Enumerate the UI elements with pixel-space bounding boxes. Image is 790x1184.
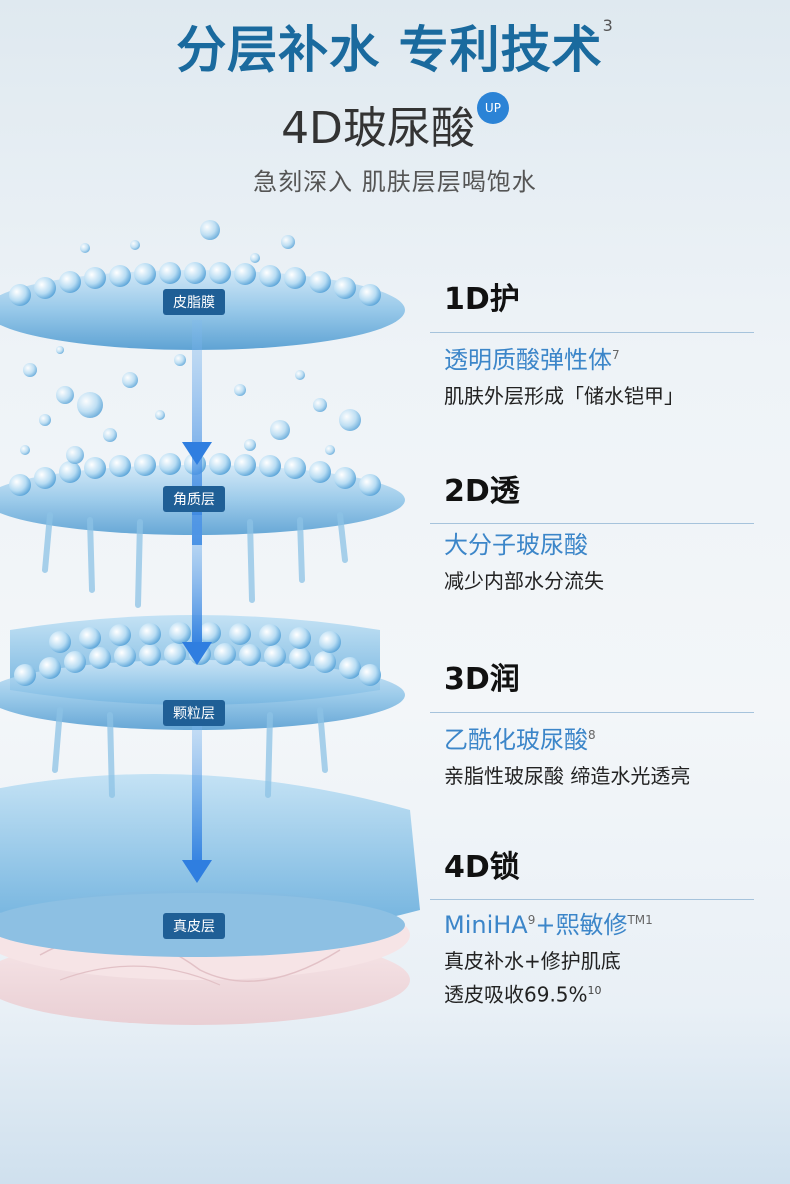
- feature-desc: 真皮补水+修护肌底: [444, 949, 621, 973]
- ingredient-a: MiniHA: [444, 911, 528, 939]
- feature-title: 4D锁: [444, 850, 520, 885]
- feature-title: 3D润: [444, 662, 520, 697]
- ingredient-text: 乙酰化玻尿酸: [444, 726, 588, 754]
- feature-ingredient: 透明质酸弹性体7: [444, 340, 764, 375]
- feature-4d-body: MiniHA9+熙敏修TM1 真皮补水+修护肌底 透皮吸收69.5%10: [444, 905, 764, 1010]
- footnote: 9: [527, 913, 536, 927]
- subtitle-text: 4D玻尿酸: [281, 103, 475, 154]
- feature-1d-body: 透明质酸弹性体7 肌肤外层形成「储水铠甲」: [444, 340, 764, 411]
- divider: [430, 523, 754, 524]
- ingredient-b: +熙敏修: [535, 911, 628, 939]
- feature-3d-body: 乙酰化玻尿酸8 亲脂性玻尿酸 缔造水光透亮: [444, 720, 764, 791]
- ingredient-text: 透明质酸弹性体: [444, 346, 612, 374]
- feature-ingredient: 大分子玻尿酸: [444, 531, 588, 559]
- feature-desc: 肌肤外层形成「储水铠甲」: [444, 384, 684, 408]
- feature-title: 2D透: [444, 474, 520, 509]
- footnote: 1: [645, 913, 653, 927]
- absorption-text: 透皮吸收69.5%: [444, 982, 588, 1007]
- title-footnote: 3: [602, 16, 614, 35]
- layer-label-dermis: 真皮层: [163, 913, 225, 939]
- divider: [430, 899, 754, 900]
- feature-3d: 3D润: [444, 662, 764, 698]
- layer-label-granular: 颗粒层: [163, 700, 225, 726]
- up-badge: UP: [476, 92, 509, 124]
- divider: [430, 332, 754, 333]
- divider: [430, 712, 754, 713]
- feature-desc-2: 透皮吸收69.5%10: [444, 976, 764, 1010]
- feature-ingredient: MiniHA9+熙敏修TM1: [444, 905, 764, 940]
- feature-2d-body: 大分子玻尿酸 减少内部水分流失: [444, 530, 764, 596]
- layer-label-sebum: 皮脂膜: [163, 289, 225, 315]
- feature-desc: 减少内部水分流失: [444, 569, 604, 593]
- skin-layer-illustration: 皮脂膜 角质层 颗粒层 真皮层: [0, 210, 430, 1030]
- feature-2d: 2D透: [444, 474, 764, 510]
- trademark: TM: [627, 913, 646, 927]
- footnote: 7: [612, 348, 620, 362]
- feature-title: 1D护: [444, 282, 520, 317]
- skin-layers-graphic: [0, 220, 420, 1025]
- layer-label-stratum-corneum: 角质层: [163, 486, 225, 512]
- page-title-text: 分层补水 专利技术: [176, 21, 603, 79]
- footnote: 8: [588, 728, 596, 742]
- feature-4d: 4D锁: [444, 850, 764, 886]
- footnote: 10: [587, 984, 602, 997]
- feature-1d: 1D护: [444, 282, 764, 318]
- tagline: 急刻深入 肌肤层层喝饱水: [253, 168, 537, 196]
- page-title: 分层补水 专利技术3: [0, 10, 790, 82]
- feature-ingredient: 乙酰化玻尿酸8: [444, 720, 764, 755]
- feature-desc: 亲脂性玻尿酸 缔造水光透亮: [444, 764, 691, 788]
